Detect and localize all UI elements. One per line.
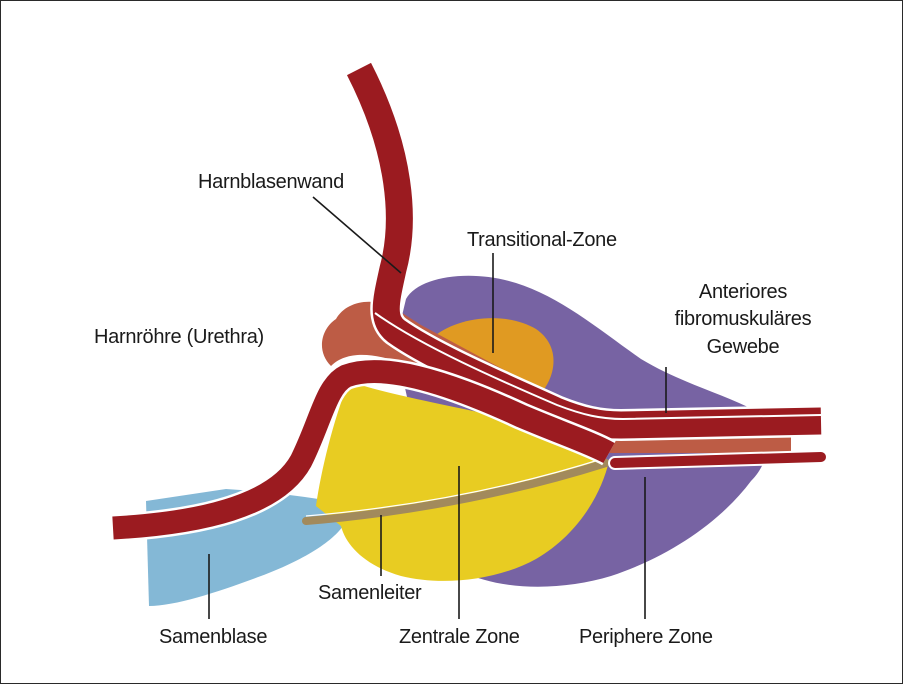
label-anteriores-line2: fibromuskuläres xyxy=(675,308,812,330)
label-harnblasenwand: Harnblasenwand xyxy=(198,171,344,193)
label-samenblase: Samenblase xyxy=(159,626,267,648)
label-anteriores-line1: Anteriores xyxy=(699,281,787,303)
label-anteriores-line3: Gewebe xyxy=(707,336,780,358)
label-periphere-zone: Periphere Zone xyxy=(579,626,713,648)
label-harnroehre: Harnröhre (Urethra) xyxy=(94,326,264,348)
label-transitional-zone: Transitional-Zone xyxy=(467,229,617,251)
label-samenleiter: Samenleiter xyxy=(318,582,422,604)
label-zentrale-zone: Zentrale Zone xyxy=(399,626,520,648)
